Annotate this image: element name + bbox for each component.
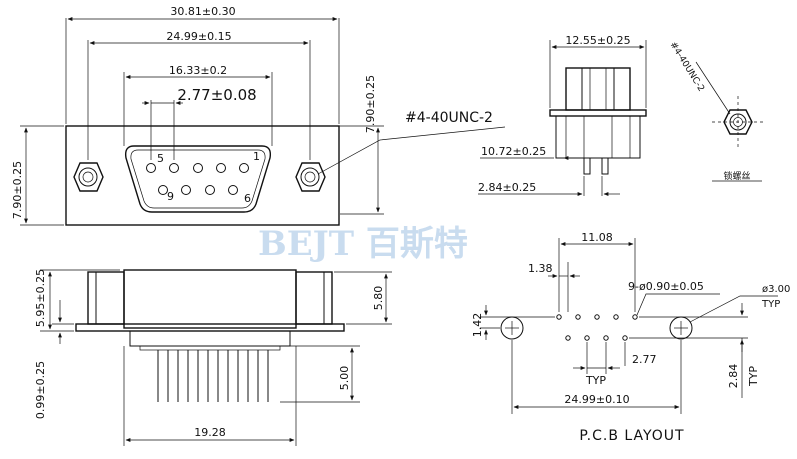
nut-thread-label: #4-40UNC-2 (667, 40, 705, 93)
thread-callout: #4-40UNC-2 (405, 110, 493, 126)
nut-caption: 锁螺丝 (723, 170, 750, 182)
left-hex-nut (73, 162, 104, 192)
bottom-body-width-dim: 19.28 (194, 426, 226, 439)
bottom-pin-thickness-dim: 0.99±0.25 (34, 361, 47, 419)
mount-pitch-dim: 24.99±0.15 (166, 30, 231, 43)
pcb-pin-hole (565, 335, 571, 341)
height-right-dim: 7.90±0.25 (364, 75, 377, 133)
left-nut-bore (78, 167, 98, 187)
bottom-flange-height-dim: 5.80 (372, 286, 385, 311)
pin-pitch-dim: 2.77±0.08 (177, 86, 256, 104)
pin-label-1: 1 (253, 150, 260, 163)
front-d-shell (124, 145, 272, 213)
front-view: 30.81±0.30 24.99±0.15 16.33±0.2 2.77±0.0… (11, 5, 506, 226)
pin-label-6: 6 (244, 192, 251, 205)
pin-hole (193, 163, 203, 173)
right-hex-nut (295, 162, 326, 192)
pcb-pin-hole (556, 314, 562, 320)
pcb-pin-hole (584, 335, 590, 341)
pin-hole (169, 163, 179, 173)
pcb-pin-hole (594, 314, 600, 320)
pcb-layout: 11.08 1.38 9-ø0.90±0.05 ø3.00 TYP 1.42 2… (471, 231, 790, 444)
nut-detail: #4-40UNC-2 锁螺丝 (667, 40, 764, 182)
front-flange (65, 125, 340, 226)
pcb-row-spacing-dim: 2.84 (727, 364, 740, 389)
pcb-pin-hole (622, 335, 628, 341)
pcb-typ-bottom: TYP (585, 374, 606, 387)
height-left-dim: 7.90±0.25 (11, 161, 24, 219)
pcb-pin-hole (603, 335, 609, 341)
pcb-pitch-small-dim: 1.38 (528, 262, 553, 275)
pin-hole (146, 163, 156, 173)
bottom-pin-length-dim: 5.00 (338, 366, 351, 391)
pin-hole (216, 163, 226, 173)
right-nut-bore-inner (304, 171, 316, 183)
pcb-pin-hole (575, 314, 581, 320)
bottom-total-height-dim: 5.95±0.25 (34, 269, 47, 327)
pcb-typ-vertical: TYP (747, 366, 760, 387)
pcb-row-span-dim: 11.08 (581, 231, 613, 244)
left-nut-bore-inner (82, 171, 94, 183)
bottom-view: 5.95±0.25 5.80 0.99±0.25 5.00 19.28 (34, 269, 392, 446)
pcb-mount-pitch-dim: 24.99±0.10 (564, 393, 629, 406)
pin-hole (239, 163, 249, 173)
pcb-pin-hole (613, 314, 619, 320)
pin-hole (181, 185, 191, 195)
watermark: BEJT 百斯特 (258, 224, 468, 264)
side-depth-dim: 10.72±0.25 (481, 145, 546, 158)
front-d-shell-inner (130, 149, 266, 209)
pcb-layout-title: P.C.B LAYOUT (579, 428, 684, 444)
pcb-row-offset-dim: 1.42 (471, 313, 484, 338)
overall-width-dim: 30.81±0.30 (170, 5, 235, 18)
pin-hole (205, 185, 215, 195)
shell-width-dim: 16.33±0.2 (169, 64, 227, 77)
side-pin-offset-dim: 2.84±0.25 (478, 181, 536, 194)
pin-hole (228, 185, 238, 195)
pin-hole (158, 185, 168, 195)
pin-label-9: 9 (167, 190, 174, 203)
pcb-typ-right: TYP (761, 299, 780, 310)
side-view: 12.55±0.25 10.72±0.25 2.84±0.25 (478, 34, 647, 196)
pcb-pin-pitch-dim: 2.77 (632, 353, 657, 366)
pcb-hole-spec: 9-ø0.90±0.05 (628, 280, 704, 293)
pcb-mount-hole-spec: ø3.00 (762, 284, 790, 295)
pin-label-5: 5 (157, 152, 164, 165)
right-nut-bore (300, 167, 320, 187)
pcb-pin-hole (632, 314, 638, 320)
side-width-dim: 12.55±0.25 (565, 34, 630, 47)
